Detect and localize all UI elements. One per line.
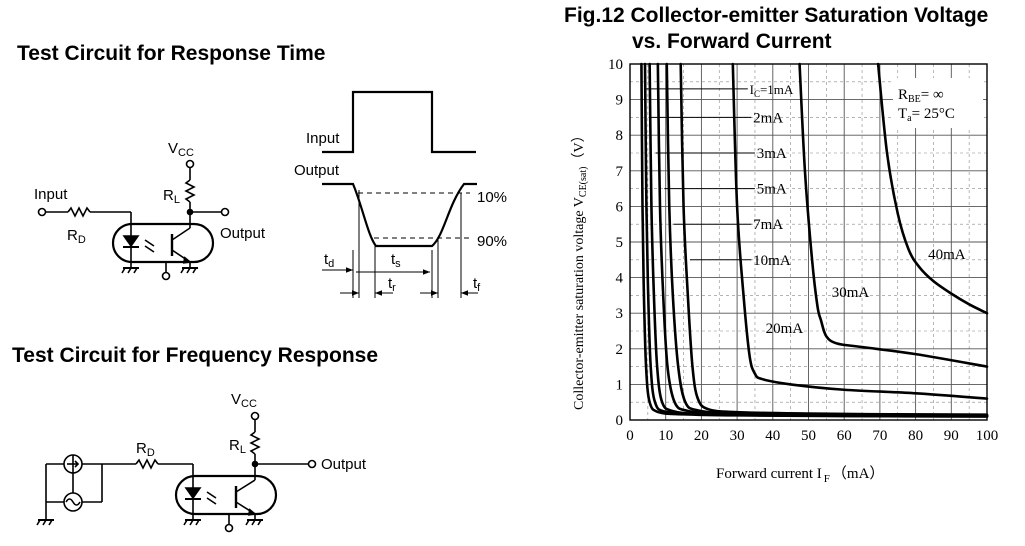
wave-output-label: Output: [294, 162, 340, 179]
curve-annotation: 30mA: [832, 285, 870, 301]
chart-title-line2: vs. Forward Current: [632, 30, 832, 53]
photocoupler-body: [111, 222, 215, 264]
y-tick-label: 8: [616, 128, 624, 144]
frequency-circuit-labels: RD RL VCC Output: [136, 391, 367, 473]
series-line-9: [876, 62, 989, 315]
input-terminal: [37, 207, 47, 217]
x-tick-label: 10: [658, 428, 673, 444]
output-pulse: [322, 182, 477, 248]
y-tick-labels: 0 1 2 3 4 5 6 7 8 9 10: [608, 57, 624, 429]
chart-title-line1: Fig.12 Collector-emitter Saturation Volt…: [564, 4, 989, 27]
pct90-label: 90%: [477, 233, 507, 250]
rd-resistor: [67, 206, 91, 218]
curve-annotation: 5mA: [757, 182, 787, 198]
x-tick-label: 90: [944, 428, 959, 444]
curve-annotation: 3mA: [757, 146, 787, 162]
series-line-6: [679, 62, 989, 416]
curve-annotations: IC=1mA 2mA 3mA 5mA 7mA 10mA 20mA 30mA 40mA: [646, 82, 966, 337]
x-tick-label: 30: [730, 428, 745, 444]
led-diode: [122, 235, 140, 248]
vcc-label-freq: VCC: [231, 391, 257, 410]
saturation-voltage-chart: 0 10 20 30 40 50 60 70 80 90 100 0 1 2 3 4 5 6 7 8 9 10 IC=1…: [571, 57, 998, 485]
y-tick-label: 9: [616, 93, 624, 109]
rl-resistor: [184, 179, 196, 203]
output-label: Output: [220, 225, 266, 242]
curve-annotation: 7mA: [753, 217, 783, 233]
y-tick-label: 3: [616, 306, 624, 322]
waveform-labels: Input Output 10% 90% td ts tr tf: [294, 130, 507, 294]
rl-label: RL: [163, 187, 180, 206]
series-line-7: [731, 62, 989, 400]
y-tick-label: 5: [616, 235, 624, 251]
y-tick-label: 4: [616, 271, 624, 287]
curve-annotation: 10mA: [753, 253, 791, 269]
x-tick-label: 100: [976, 428, 999, 444]
output-terminal: [220, 207, 230, 217]
rbe-condition: RBE= ∞: [898, 87, 944, 105]
rl-label-freq: RL: [229, 437, 246, 456]
rl-resistor-freq: [249, 431, 261, 455]
x-tick-label: 50: [801, 428, 816, 444]
wave-input-label: Input: [306, 130, 340, 147]
ta-condition: Ta= 25°C: [898, 106, 955, 124]
curve-annotation: 40mA: [928, 247, 966, 263]
series-lines: [640, 62, 989, 418]
vcc-label: VCC: [168, 140, 194, 159]
x-tick-label: 20: [694, 428, 709, 444]
y-tick-label: 10: [608, 57, 623, 73]
ts-label: ts: [391, 251, 401, 270]
x-tick-label: 40: [765, 428, 780, 444]
conditions-box: [893, 78, 983, 128]
input-label: Input: [34, 186, 68, 203]
series-line-8: [798, 62, 989, 368]
y-tick-label: 1: [616, 377, 624, 393]
waveform-diagram: [322, 90, 478, 298]
x-tick-label: 70: [872, 428, 887, 444]
tf-label: tf: [473, 275, 481, 294]
chart-grid: [630, 64, 987, 420]
x-tick-label: 80: [908, 428, 923, 444]
y-axis-label: Collector-emitter saturation voltage VCE…: [571, 128, 589, 410]
response-circuit-labels: Input RD RL VCC Output: [34, 140, 266, 246]
photocoupler-body-freq: [174, 474, 278, 516]
tr-label: tr: [388, 275, 396, 294]
x-tick-labels: 0 10 20 30 40 50 60 70 80 90 100: [626, 428, 998, 444]
plot-frame: [629, 63, 988, 421]
frequency-response-circuit: [36, 411, 317, 533]
title-response-time: Test Circuit for Response Time: [17, 42, 326, 65]
curve-annotation: 20mA: [766, 321, 804, 337]
output-label-freq: Output: [321, 456, 367, 473]
y-tick-label: 0: [616, 413, 624, 429]
curve-annotation: 2mA: [753, 110, 783, 126]
y-tick-label: 6: [616, 199, 624, 215]
rd-label: RD: [67, 227, 86, 246]
rd-label-freq: RD: [136, 440, 155, 459]
input-pulse: [322, 90, 476, 154]
y-tick-label: 7: [616, 164, 624, 180]
td-label: td: [324, 251, 334, 270]
pct10-label: 10%: [477, 189, 507, 206]
vcc-terminal: [185, 159, 195, 169]
x-tick-label: 0: [626, 428, 634, 444]
y-tick-label: 2: [616, 342, 624, 358]
curve-annotation: IC=1mA: [750, 82, 794, 99]
x-tick-label: 60: [837, 428, 852, 444]
rd-resistor-freq: [135, 458, 159, 470]
title-frequency-response: Test Circuit for Frequency Response: [12, 344, 379, 367]
response-time-circuit: [37, 159, 230, 281]
